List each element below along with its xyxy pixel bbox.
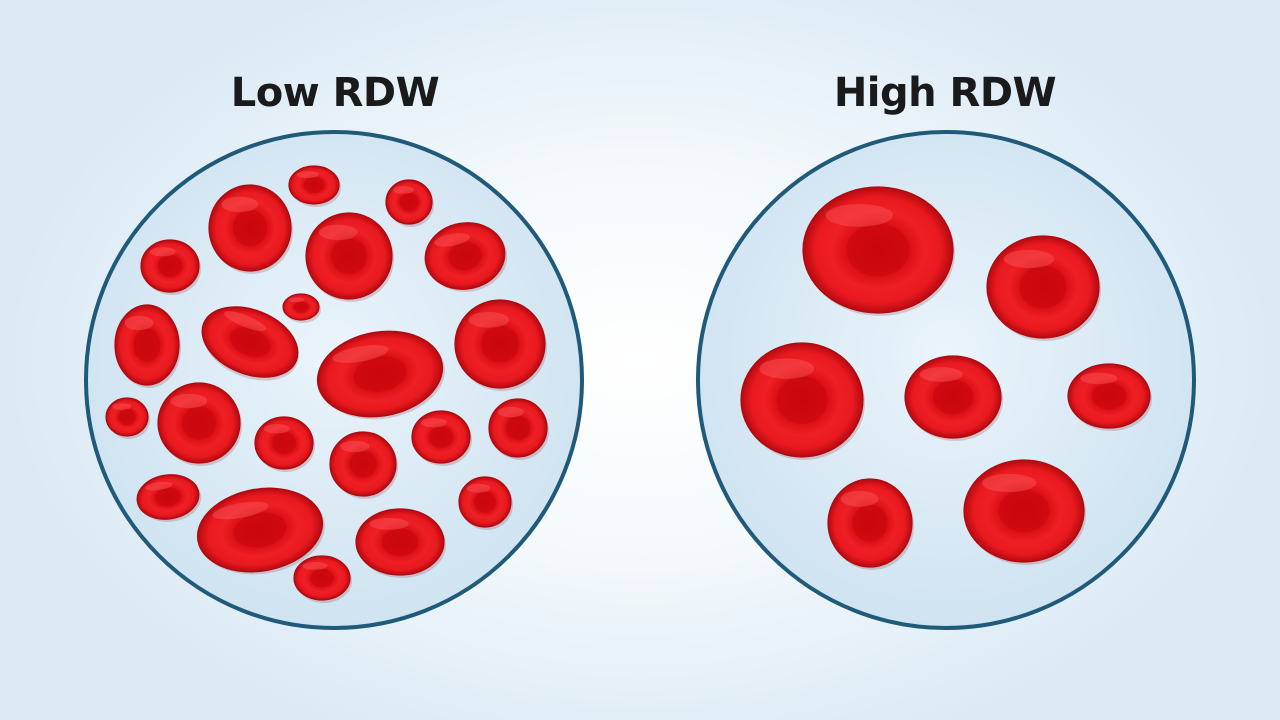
high-rdw-red-blood-cell [1067, 363, 1152, 431]
low-rdw-red-blood-cell [411, 410, 472, 466]
cell-center [229, 327, 271, 357]
low-rdw-red-blood-cell [488, 398, 549, 460]
cell-center [1091, 382, 1127, 410]
cell-highlight [302, 561, 328, 570]
cell-center [330, 237, 368, 275]
high-rdw-red-blood-cell [986, 235, 1101, 341]
low-rdw-red-blood-cell [201, 306, 299, 381]
low-rdw-red-blood-cell [282, 293, 321, 323]
cell-highlight [825, 204, 893, 227]
cell-center [303, 177, 325, 193]
cell-highlight [434, 233, 470, 247]
cell-center [428, 426, 454, 448]
low-rdw-red-blood-cell [196, 487, 325, 575]
cell-highlight [332, 345, 389, 363]
cell-center [852, 504, 888, 542]
cell-center [481, 325, 519, 363]
high-rdw-red-blood-cell [740, 342, 865, 460]
cell-center [232, 209, 268, 247]
cell-highlight [1080, 372, 1118, 385]
low-rdw-red-blood-cell [136, 474, 202, 522]
high-rdw-red-blood-cell [904, 355, 1003, 441]
cell-highlight [420, 418, 447, 428]
high-rdw-red-blood-cell [827, 478, 914, 570]
cell-highlight [318, 224, 358, 241]
cell-center [233, 512, 287, 548]
cell-highlight [144, 481, 173, 491]
low-rdw-red-blood-cell [140, 239, 201, 295]
cell-center [155, 487, 181, 507]
cell-highlight [392, 185, 414, 194]
high-rdw-title: High RDW [833, 70, 1057, 116]
cell-highlight [296, 171, 319, 178]
low-rdw-red-blood-cell [355, 508, 446, 578]
cell-center [932, 379, 974, 415]
cell-highlight [468, 311, 509, 328]
low-rdw-cells [105, 165, 549, 603]
low-rdw-panel [84, 130, 584, 630]
cell-highlight [221, 196, 259, 213]
cell-center [118, 409, 136, 425]
cell-highlight [224, 311, 266, 331]
cell-highlight [288, 297, 305, 303]
high-rdw-panel [696, 130, 1196, 630]
cell-center [271, 432, 297, 454]
low-rdw-red-blood-cell [114, 304, 181, 388]
low-rdw-red-blood-cell [157, 382, 242, 466]
low-rdw-red-blood-cell [305, 212, 394, 302]
cell-center [998, 489, 1050, 533]
cell-highlight [369, 517, 409, 530]
cell-center [846, 223, 910, 277]
cell-center [349, 450, 377, 478]
cell-center [381, 528, 419, 556]
cell-highlight [1003, 249, 1055, 269]
cell-center [505, 415, 531, 441]
low-rdw-red-blood-cell [254, 416, 315, 472]
cell-center [353, 356, 407, 392]
low-rdw-red-blood-cell [316, 330, 445, 420]
cell-highlight [339, 440, 370, 453]
low-rdw-title: Low RDW [230, 70, 440, 116]
low-rdw-red-blood-cell [424, 222, 508, 292]
cell-center [474, 491, 496, 513]
cell-center [133, 328, 161, 362]
cell-highlight [759, 358, 815, 379]
cell-highlight [840, 490, 879, 507]
cell-highlight [212, 501, 269, 520]
cell-center [776, 376, 828, 424]
cell-center [448, 242, 482, 270]
low-rdw-red-blood-cell [293, 555, 352, 603]
cell-highlight [497, 406, 524, 418]
low-rdw-red-blood-cell [288, 165, 341, 207]
low-rdw-red-blood-cell [329, 431, 398, 499]
high-rdw-red-blood-cell [802, 186, 955, 316]
cell-center [181, 406, 217, 440]
low-rdw-red-blood-cell [105, 397, 150, 439]
low-rdw-red-blood-cell [385, 179, 434, 227]
cell-highlight [919, 367, 963, 382]
low-rdw-red-blood-cell [458, 476, 513, 530]
cell-highlight [982, 473, 1036, 493]
high-rdw-cells [740, 186, 1152, 570]
cell-highlight [466, 483, 491, 493]
cell-center [293, 301, 309, 313]
cell-center [1019, 265, 1067, 309]
high-rdw-red-blood-cell [963, 459, 1086, 565]
cell-highlight [170, 393, 208, 409]
cell-center [157, 255, 183, 277]
low-rdw-red-blood-cell [208, 184, 293, 274]
cell-center [310, 568, 334, 588]
cell-center [399, 192, 419, 212]
cell-highlight [124, 315, 154, 331]
cell-highlight [263, 424, 290, 434]
low-rdw-red-blood-cell [454, 299, 547, 391]
cell-highlight [149, 247, 176, 257]
cell-highlight [112, 403, 132, 410]
